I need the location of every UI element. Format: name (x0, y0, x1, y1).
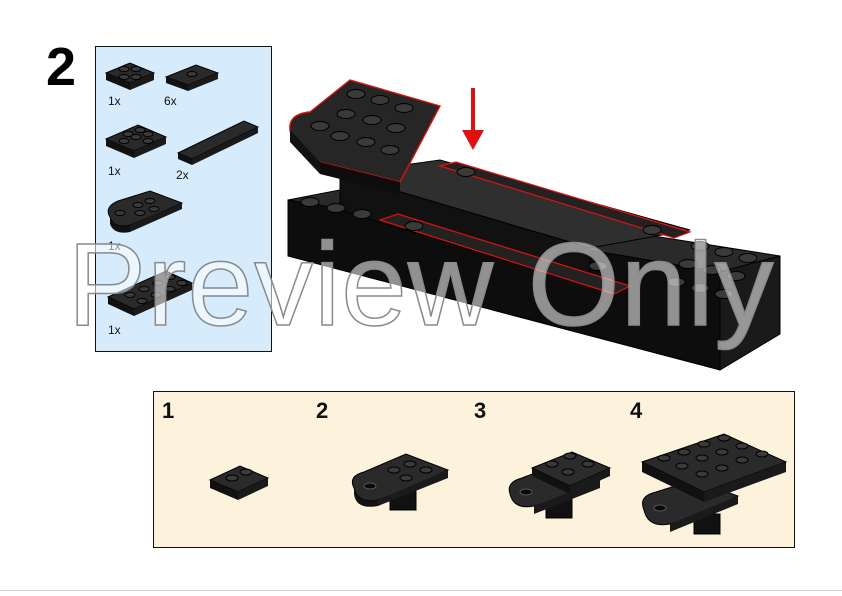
part-plate-rounded-icon (107, 190, 184, 233)
subassembly-3-illustration (508, 451, 612, 519)
highlight-tile (378, 213, 632, 295)
subassembly-step-number: 4 (630, 398, 643, 423)
part-plate-2x2-icon (104, 62, 156, 90)
page-divider (0, 590, 842, 591)
highlight-tile (437, 161, 692, 239)
parts-list-panel: 1x 6x 1x 2x 1x (95, 46, 272, 352)
part-plate-2x3-icon (104, 124, 168, 158)
subassembly-panel: 1 2 3 4 (153, 391, 795, 548)
part-tile-1x4-icon (176, 120, 260, 165)
subassembly-2-illustration (351, 453, 450, 511)
part-qty: 1x (108, 239, 121, 253)
subassembly-step-number: 2 (316, 398, 329, 423)
part-qty: 1x (108, 94, 121, 108)
subassembly-step-number: 1 (162, 398, 175, 423)
subassembly-4-illustration (640, 433, 788, 535)
subassembly-step-number: 3 (474, 398, 487, 423)
part-qty: 6x (164, 94, 177, 108)
part-qty: 2x (176, 168, 189, 182)
step-number: 2 (46, 37, 77, 97)
part-plate-1x2-icon (164, 64, 220, 91)
main-build-illustration (287, 79, 781, 371)
down-arrow-icon (462, 88, 484, 150)
part-qty: 1x (108, 323, 121, 337)
part-plate-2x4-icon (106, 270, 194, 316)
part-qty: 1x (108, 164, 121, 178)
subassembly-1-illustration (208, 465, 270, 500)
